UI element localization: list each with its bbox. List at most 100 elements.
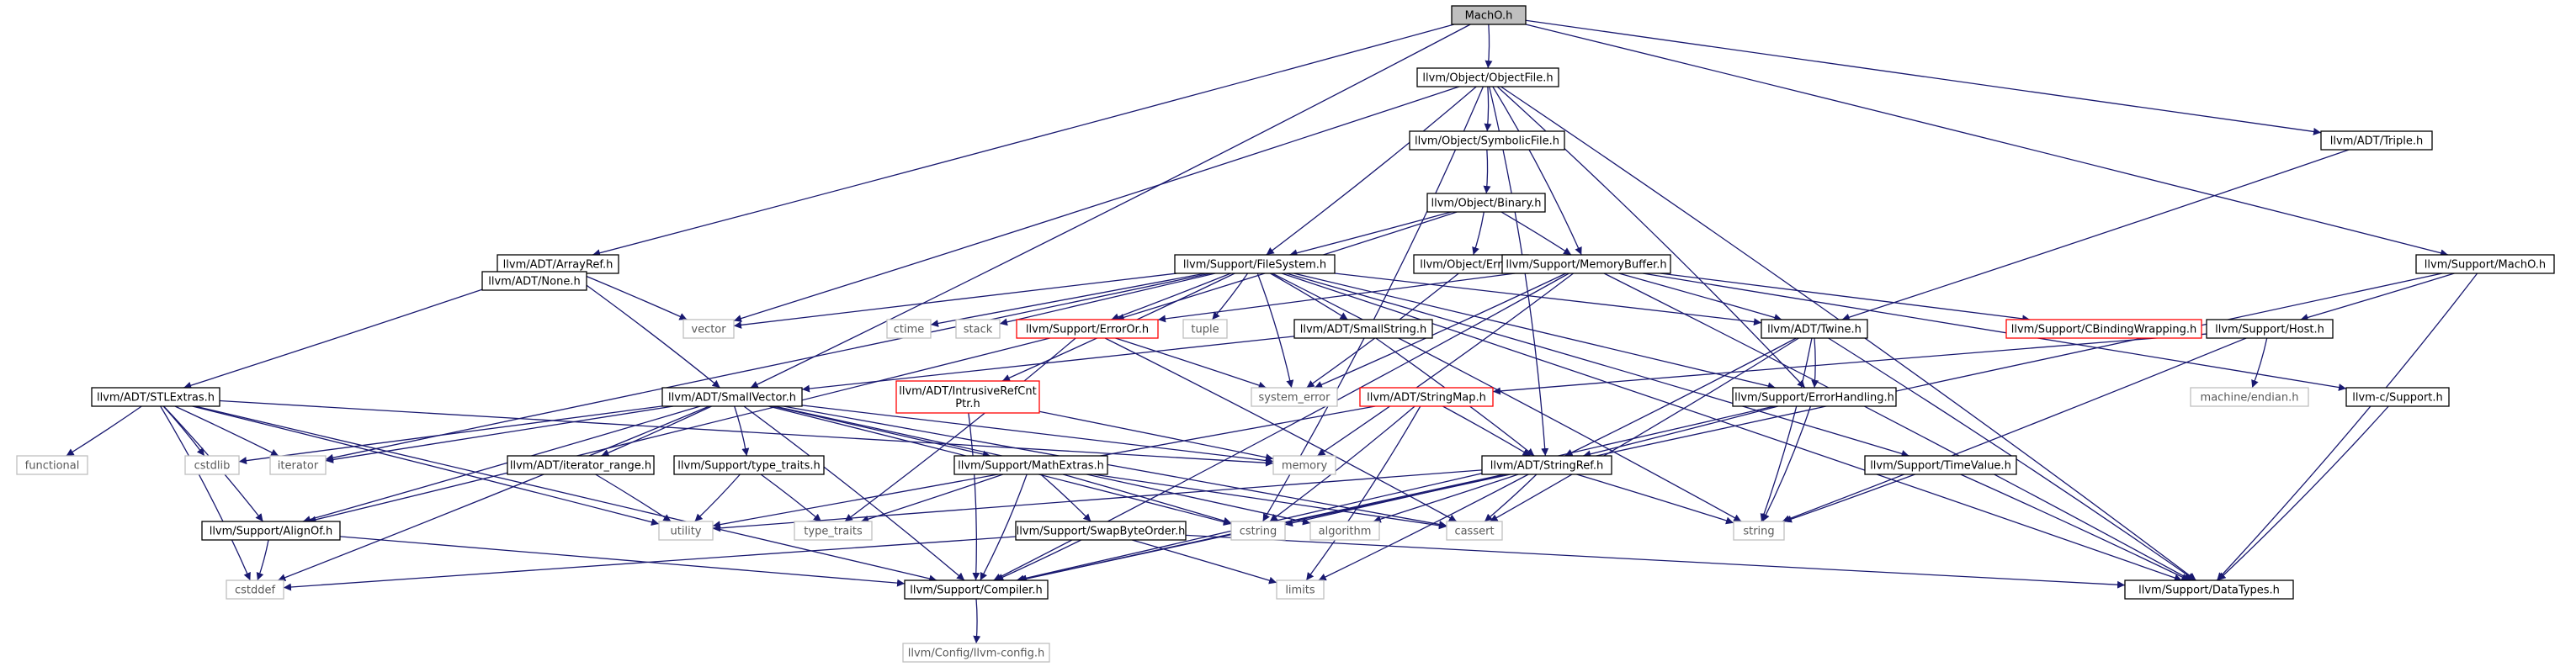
- node-box: [1276, 579, 1325, 600]
- node-cbinding[interactable]: llvm/Support/CBindingWrapping.h: [2005, 319, 2202, 339]
- edge-stringref-to-cassert: [1484, 474, 1538, 522]
- edge-swapbyte-to-limits: [1132, 539, 1277, 585]
- node-supportmacho[interactable]: llvm/Support/MachO.h: [2415, 254, 2555, 274]
- node-label: tuple: [1191, 324, 1219, 336]
- node-llvmconfig: llvm/Config/llvm-config.h: [902, 643, 1050, 663]
- node-iterrange[interactable]: llvm/ADT/iterator_range.h: [507, 455, 655, 475]
- edge-stringmap-to-limits: [1305, 405, 1421, 581]
- edge-filesystem-to-vector: [733, 273, 1177, 329]
- node-erroror[interactable]: llvm/Support/ErrorOr.h: [1016, 319, 1159, 339]
- edge-timevalue-to-datatypes: [1960, 474, 2190, 581]
- node-stlextras[interactable]: llvm/ADT/STLExtras.h: [91, 387, 220, 407]
- edge-arrow: [1293, 273, 1776, 390]
- edge-arrow: [1038, 410, 1274, 462]
- edge-arrow: [773, 405, 991, 458]
- node-host[interactable]: llvm/Support/Host.h: [2206, 319, 2334, 339]
- node-twine[interactable]: llvm/ADT/Twine.h: [1761, 319, 1868, 339]
- node-box: [91, 387, 220, 407]
- node-limits: limits: [1276, 579, 1325, 600]
- node-box: [201, 521, 341, 541]
- edge-filesystem-to-smallstring: [1270, 273, 1348, 320]
- node-label: llvm/Support/TimeValue.h: [1870, 460, 2011, 473]
- edge-arrow: [1960, 474, 2190, 581]
- edge-arrow: [1761, 405, 1812, 522]
- edge-stlextras-to-cstddef: [160, 405, 251, 581]
- edge-filesystem-to-erroror: [1111, 273, 1231, 321]
- node-alignof[interactable]: llvm/Support/AlignOf.h: [201, 521, 341, 541]
- edge-arrow: [325, 273, 1211, 462]
- edge-arrow: [2251, 337, 2268, 389]
- edge-arrow: [339, 536, 906, 587]
- node-box: [2345, 387, 2450, 407]
- edge-arrow: [860, 474, 1004, 523]
- edge-arrow: [2300, 273, 2455, 321]
- node-algorithm: algorithm: [1309, 521, 1380, 541]
- edge-twine-to-cassert: [1490, 337, 1799, 522]
- node-box: [269, 455, 327, 475]
- edge-macho-to-supportmacho: [1525, 24, 2449, 257]
- edge-stringref-to-utility: [712, 469, 1483, 532]
- node-swapbyte[interactable]: llvm/Support/SwapByteOrder.h: [1015, 521, 1187, 541]
- edge-arrow: [1266, 86, 1477, 256]
- node-errorhandling[interactable]: llvm/Support/ErrorHandling.h: [1732, 387, 1897, 407]
- node-stack: stack: [955, 319, 1001, 339]
- node-symbolicfile[interactable]: llvm/Object/SymbolicFile.h: [1409, 130, 1565, 151]
- edge-typetraitsh-to-utility: [694, 474, 741, 522]
- edge-arrow: [1564, 337, 1797, 457]
- node-label: ctime: [894, 324, 925, 336]
- node-stringref[interactable]: llvm/ADT/StringRef.h: [1481, 455, 1612, 475]
- node-smallvector[interactable]: llvm/ADT/SmallVector.h: [661, 387, 803, 407]
- node-box: [2190, 387, 2309, 407]
- edge-smallvector-to-iterrange: [601, 405, 712, 457]
- node-box: [1293, 319, 1433, 339]
- edge-stlextras-to-functional: [66, 405, 142, 457]
- edge-macho-to-arrayref: [592, 24, 1455, 257]
- edge-arrow: [1525, 19, 2322, 135]
- node-stringmap[interactable]: llvm/ADT/StringMap.h: [1359, 387, 1494, 407]
- edge-mathextras-to-typetraits: [860, 474, 1004, 523]
- edge-arrow: [192, 405, 660, 526]
- edge-arrow: [1525, 24, 2449, 257]
- node-box: [1359, 387, 1494, 407]
- edge-alignof-to-cstddef: [256, 539, 269, 581]
- node-box: [1182, 319, 1228, 339]
- node-box: [1864, 455, 2017, 475]
- edge-arrow: [2217, 405, 2389, 581]
- node-box: [1501, 254, 1671, 274]
- node-label: vector: [691, 324, 726, 336]
- edge-arrow: [595, 474, 672, 522]
- edge-arrow: [1157, 273, 1516, 323]
- edge-mathextras-to-compiler: [980, 474, 1028, 581]
- node-macho[interactable]: MachO.h: [1451, 5, 1527, 25]
- edge-arrow: [1272, 273, 1742, 522]
- edge-arrow: [1500, 211, 1572, 256]
- node-compiler[interactable]: llvm/Support/Compiler.h: [904, 579, 1049, 600]
- node-binary[interactable]: llvm/Object/Binary.h: [1426, 193, 1546, 213]
- node-datatypes[interactable]: llvm/Support/DataTypes.h: [2124, 579, 2294, 600]
- node-label: llvm/ADT/IntrusiveRefCnt: [899, 385, 1036, 398]
- node-box: [794, 521, 873, 541]
- node-smallstring[interactable]: llvm/ADT/SmallString.h: [1293, 319, 1433, 339]
- edge-arrow: [256, 539, 269, 581]
- node-filesystem[interactable]: llvm/Support/FileSystem.h: [1174, 254, 1336, 274]
- edge-smallvector-to-typetraitsh: [734, 405, 750, 457]
- node-typetraitsh[interactable]: llvm/Support/type_traits.h: [673, 455, 825, 475]
- edge-objectfile-to-errorhandling: [1496, 86, 1806, 389]
- edge-arrow: [801, 336, 1295, 393]
- node-csupport[interactable]: llvm-c/Support.h: [2345, 387, 2450, 407]
- node-arrayref[interactable]: llvm/ADT/ArrayRef.h: [497, 254, 619, 274]
- edge-stlextras-to-memory: [219, 399, 1274, 467]
- node-box: [16, 455, 88, 475]
- edge-arrow: [733, 273, 1177, 329]
- node-triple[interactable]: llvm/ADT/Triple.h: [2320, 130, 2433, 151]
- node-timevalue[interactable]: llvm/Support/TimeValue.h: [1864, 455, 2017, 475]
- node-none[interactable]: llvm/ADT/None.h: [481, 271, 587, 291]
- node-tuple: tuple: [1182, 319, 1228, 339]
- node-label: llvm/Support/FileSystem.h: [1183, 259, 1326, 272]
- edge-arrow: [1492, 86, 1582, 256]
- node-objectfile[interactable]: llvm/Object/ObjectFile.h: [1416, 67, 1559, 87]
- node-mathextras[interactable]: llvm/Support/MathExtras.h: [953, 455, 1108, 475]
- node-membuf[interactable]: llvm/Support/MemoryBuffer.h: [1501, 254, 1671, 274]
- edge-arrow: [1576, 474, 1734, 525]
